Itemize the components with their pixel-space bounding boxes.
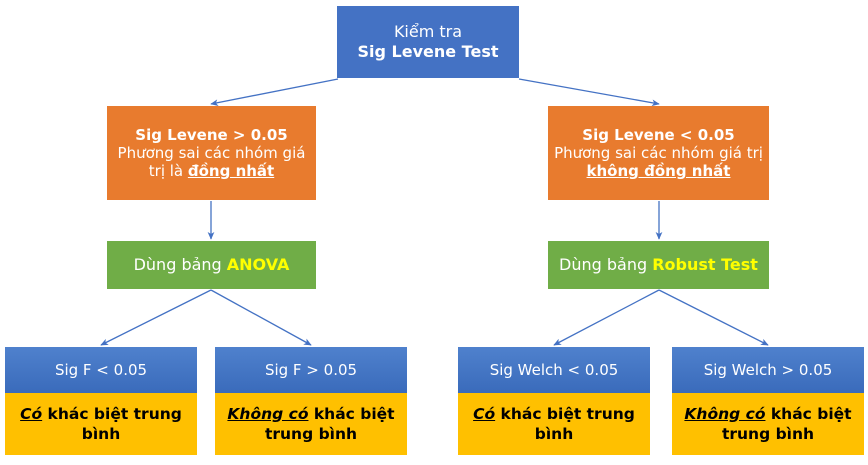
condition-body-emphasis: đồng nhất: [187, 162, 275, 181]
node-condition-levene-less[interactable]: Sig Levene < 0.05 Phương sai các nhóm gi…: [548, 106, 769, 200]
condition-heading: Sig Levene < 0.05: [582, 125, 735, 144]
outcome-body-text: Có khác biệt trung bình: [458, 404, 650, 444]
connector-anova-to-sig-f-gt: [210, 289, 312, 346]
connector-robust-to-sig-welch-gt: [658, 289, 769, 346]
root-line-1: Kiểm tra: [393, 22, 463, 42]
action-prefix: Dùng bảng: [559, 255, 653, 275]
action-label: Dùng bảng Robust Test: [559, 255, 758, 275]
node-condition-levene-greater[interactable]: Sig Levene > 0.05 Phương sai các nhóm gi…: [107, 106, 316, 200]
condition-body-text: Phương sai các nhóm giá trị: [554, 143, 763, 162]
action-prefix: Dùng bảng: [133, 255, 227, 275]
outcome-emphasis: Không có: [227, 404, 309, 423]
outcome-body: Không có khác biệt trung bình: [215, 393, 407, 455]
action-label: Dùng bảng ANOVA: [134, 255, 290, 275]
outcome-rest: khác biệt trung bình: [721, 404, 852, 443]
connector-root-to-right-condition: [518, 78, 660, 107]
outcome-header: Sig F < 0.05: [5, 347, 197, 393]
outcome-body: Có khác biệt trung bình: [458, 393, 650, 455]
condition-body-text: Phương sai các nhóm giá trị là: [117, 143, 306, 181]
node-action-robust-test[interactable]: Dùng bảng Robust Test: [548, 241, 769, 289]
connector-robust-to-sig-welch-lt: [553, 289, 660, 346]
outcome-header: Sig Welch > 0.05: [672, 347, 864, 393]
node-outcome-sig-welch-less[interactable]: Sig Welch < 0.05 Có khác biệt trung bình: [458, 347, 650, 455]
outcome-emphasis: Không có: [684, 404, 766, 423]
outcome-body: Không có khác biệt trung bình: [672, 393, 864, 455]
connector-root-to-left-condition: [210, 78, 339, 106]
outcome-header: Sig F > 0.05: [215, 347, 407, 393]
outcome-rest: khác biệt trung bình: [495, 404, 635, 443]
condition-body: Phương sai các nhóm giá trị không đồng n…: [554, 144, 763, 181]
condition-body: Phương sai các nhóm giá trị là đồng nhất: [113, 144, 310, 181]
outcome-rest: khác biệt trung bình: [264, 404, 395, 443]
outcome-header: Sig Welch < 0.05: [458, 347, 650, 393]
node-action-anova[interactable]: Dùng bảng ANOVA: [107, 241, 316, 289]
node-outcome-sig-welch-greater[interactable]: Sig Welch > 0.05 Không có khác biệt trun…: [672, 347, 864, 455]
condition-body-emphasis: không đồng nhất: [586, 162, 731, 181]
outcome-body-text: Không có khác biệt trung bình: [672, 404, 864, 444]
outcome-emphasis: Có: [473, 404, 496, 423]
action-highlight: Robust Test: [652, 255, 758, 275]
root-line-2: Sig Levene Test: [357, 42, 499, 61]
outcome-body-text: Có khác biệt trung bình: [5, 404, 197, 444]
outcome-rest: khác biệt trung bình: [42, 404, 182, 443]
outcome-body-text: Không có khác biệt trung bình: [215, 404, 407, 444]
node-kiem-tra-sig-levene-test[interactable]: Kiểm tra Sig Levene Test: [337, 6, 519, 78]
outcome-emphasis: Có: [20, 404, 43, 423]
action-highlight: ANOVA: [226, 255, 290, 275]
node-outcome-sig-f-greater[interactable]: Sig F > 0.05 Không có khác biệt trung bì…: [215, 347, 407, 455]
outcome-body: Có khác biệt trung bình: [5, 393, 197, 455]
condition-heading: Sig Levene > 0.05: [135, 125, 288, 144]
node-outcome-sig-f-less[interactable]: Sig F < 0.05 Có khác biệt trung bình: [5, 347, 197, 455]
connector-anova-to-sig-f-lt: [100, 289, 212, 346]
